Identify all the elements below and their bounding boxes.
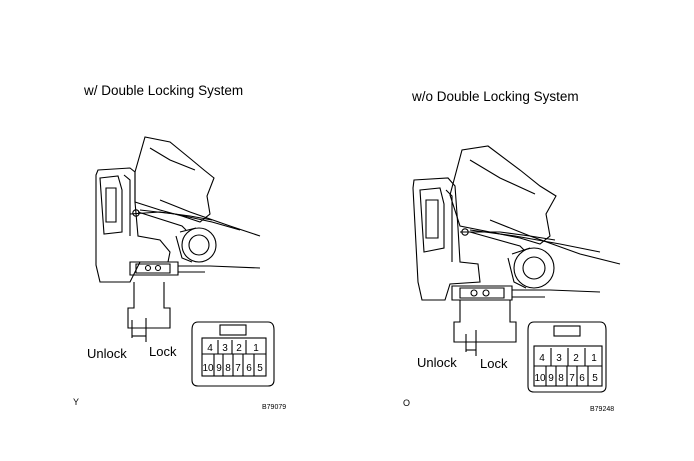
right-pin-bottom-3: 7 [569, 373, 575, 384]
left-pin-top-2: 2 [236, 343, 242, 354]
left-pin-top-3: 1 [253, 343, 259, 354]
right-unlock-label: Unlock [417, 355, 457, 370]
right-connector [527, 321, 607, 393]
right-pin-bottom-1: 9 [548, 373, 554, 384]
right-pin-top-3: 1 [591, 353, 597, 364]
left-unlock-label: Unlock [87, 346, 127, 361]
left-corner-mark: Y [73, 397, 80, 407]
left-pin-top-0: 4 [207, 343, 213, 354]
left-pin-bottom-0: 10 [202, 363, 214, 374]
left-lock-label: Lock [149, 344, 177, 359]
right-pin-bottom-0: 10 [534, 373, 546, 384]
left-connector [191, 321, 275, 387]
right-pin-top-2: 2 [573, 353, 579, 364]
left-pin-bottom-2: 8 [225, 363, 231, 374]
left-pin-top-1: 3 [222, 343, 228, 354]
left-pin-bottom-5: 5 [257, 363, 263, 374]
left-pin-bottom-3: 7 [235, 363, 241, 374]
left-title: w/ Double Locking System [84, 83, 244, 98]
left-door-lock-assembly [95, 136, 261, 342]
right-figure-code: B79248 [590, 406, 615, 413]
right-pin-top-0: 4 [539, 353, 545, 364]
right-title: w/o Double Locking System [412, 89, 579, 104]
right-corner-mark: O [403, 398, 411, 408]
right-pin-bottom-2: 8 [558, 373, 564, 384]
left-pin-bottom-4: 6 [246, 363, 252, 374]
right-pin-bottom-4: 6 [579, 373, 585, 384]
right-lock-label: Lock [480, 356, 508, 371]
left-pin-bottom-1: 9 [216, 363, 222, 374]
right-pin-top-1: 3 [556, 353, 562, 364]
right-pin-bottom-5: 5 [592, 373, 598, 384]
left-figure-code: B79079 [262, 404, 287, 411]
right-door-lock-assembly [412, 145, 621, 356]
